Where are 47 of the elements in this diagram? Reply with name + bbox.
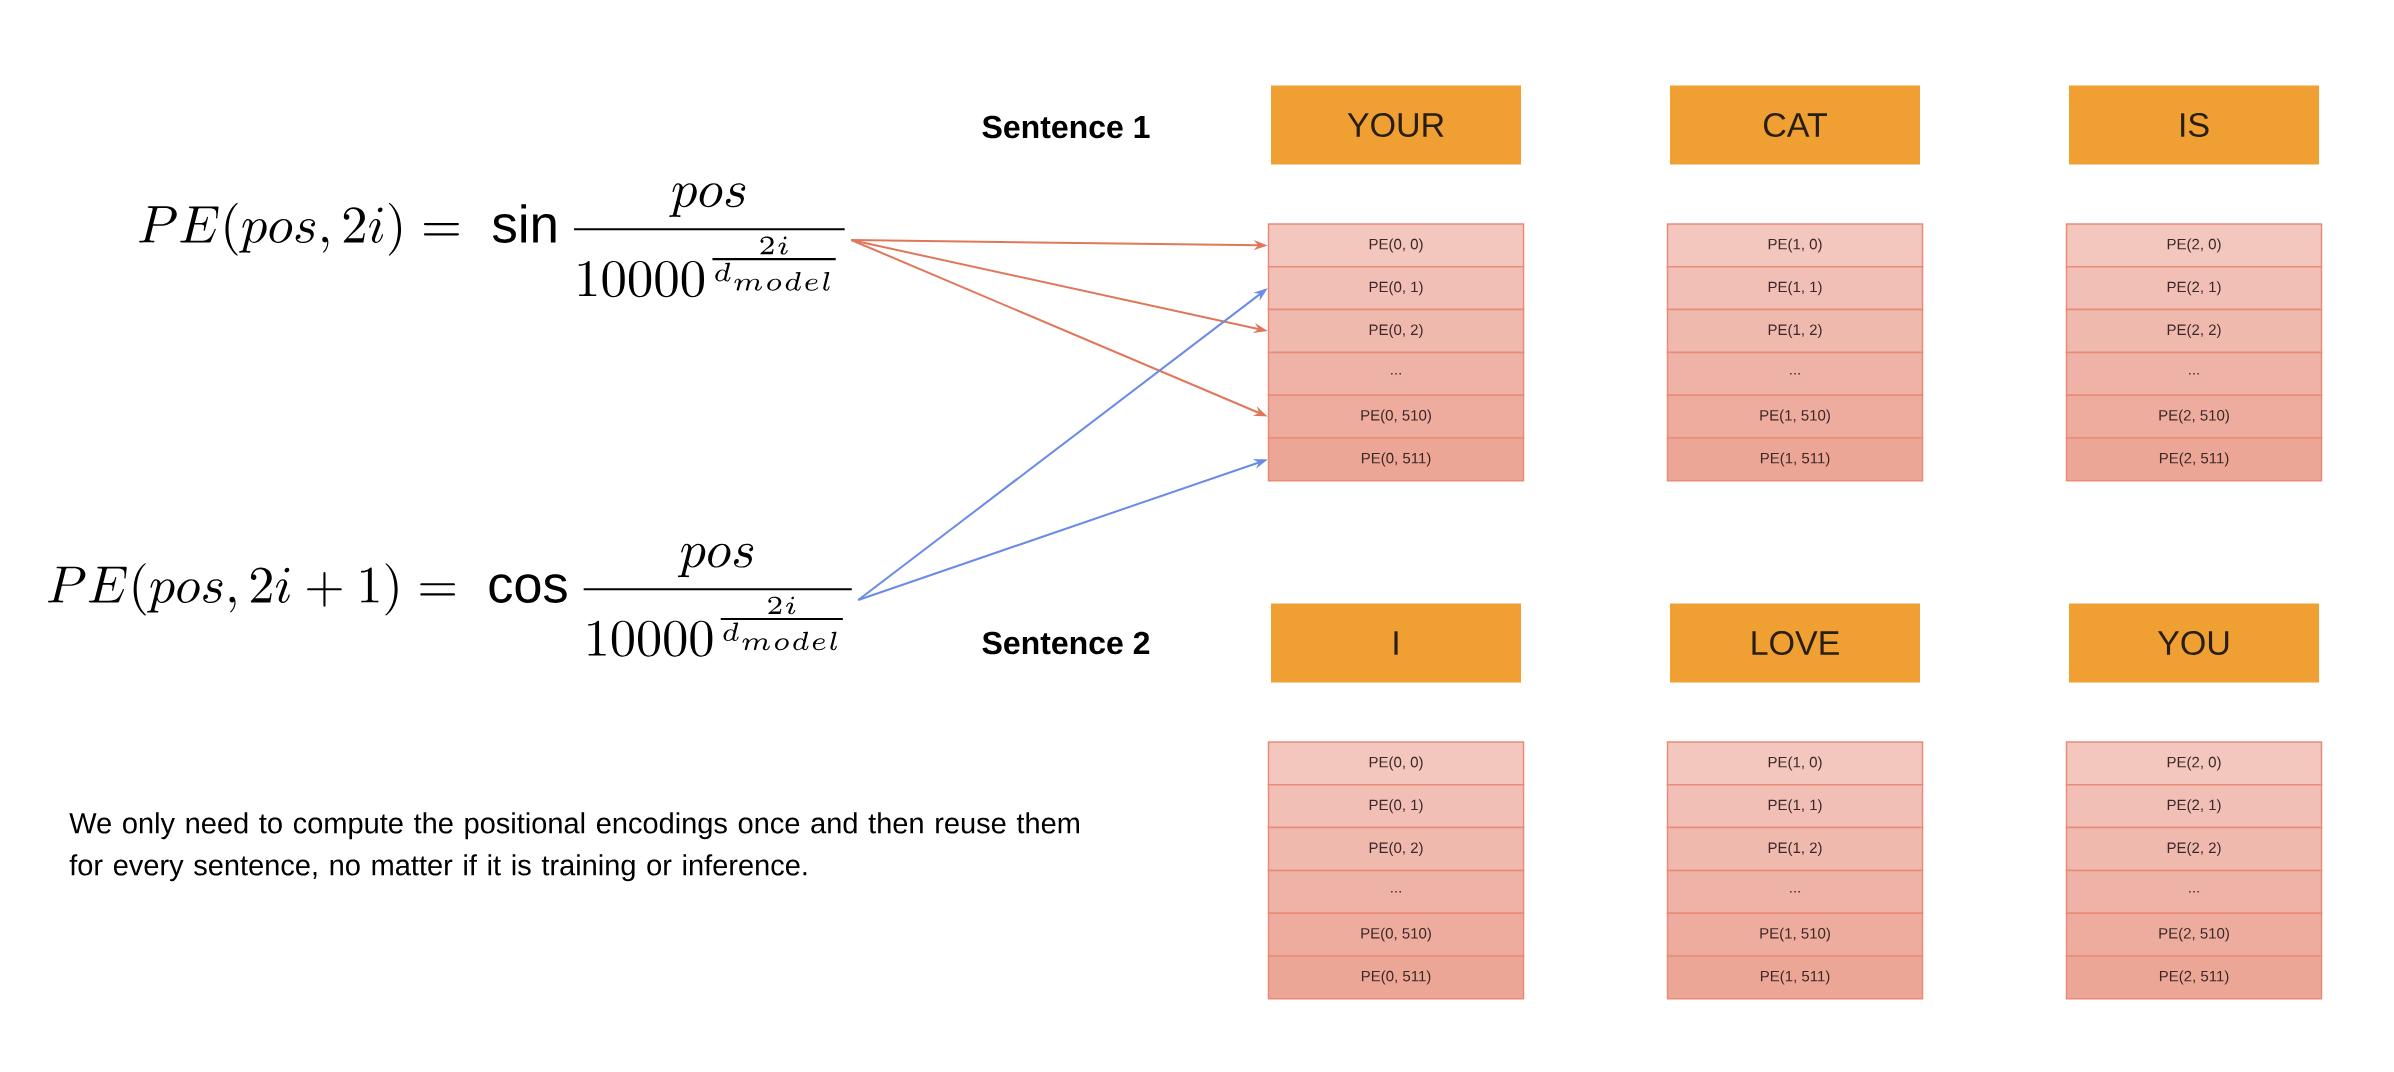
note-text: We only need to compute the positional encodings once and then reuse them for every sentence, no matter if it is training or inference. [69,812,1079,882]
encoding-cell: PE(2, 2) [2065,826,2323,872]
formula: $PE(pos,2i+1)=\ \cos\frac{pos}{10000^{\frac{2i}{d_{model}}}}$ [48,543,852,657]
encoding-cell: PE(2, 511) [2065,437,2323,482]
encoding-cell: PE(0, 511) [1267,955,1525,1000]
encoding-cell: ... [1267,351,1525,396]
encoding-cell: PE(0, 2) [1267,308,1525,354]
encoding-cell: PE(0, 510) [1267,394,1525,439]
formula: $PE(pos,2i)=\ \sin\frac{pos}{10000^{\frac{2i}{d_{model}}}}$ [139,183,845,298]
encoding-cell: PE(1, 2) [1666,826,1924,872]
encoding-cell: PE(1, 1) [1666,266,1924,311]
row-label: Sentence 1 [982,115,1150,139]
encoding-cell: PE(0, 510) [1267,912,1525,957]
word-box: YOU [2069,603,2319,683]
encoding-cell: PE(2, 510) [2065,394,2323,439]
word-box: LOVE [1670,603,1920,683]
encoding-cell: ... [2065,869,2323,914]
encoding-cell: PE(0, 511) [1267,437,1525,482]
encoding-cell: PE(0, 0) [1267,223,1525,268]
encoding-cell: PE(1, 2) [1666,308,1924,354]
encoding-cell: PE(0, 1) [1267,784,1525,829]
encoding-cell: ... [1666,351,1924,396]
encoding-cell: PE(2, 1) [2065,266,2323,311]
encoding-cell: PE(2, 511) [2065,955,2323,1000]
encoding-cell: PE(2, 1) [2065,784,2323,829]
encoding-cell: PE(2, 510) [2065,912,2323,957]
encoding-cell: PE(1, 1) [1666,784,1924,829]
encoding-cell: ... [2065,351,2323,396]
encoding-cell: PE(0, 0) [1267,741,1525,786]
encoding-cell: PE(2, 2) [2065,308,2323,354]
word-box: I [1271,603,1521,683]
encoding-cell: PE(1, 511) [1666,437,1924,482]
encoding-cell: PE(1, 510) [1666,394,1924,439]
encoding-cell: PE(0, 2) [1267,826,1525,872]
encoding-cell: PE(1, 510) [1666,912,1924,957]
word-box: YOUR [1271,85,1521,165]
word-box: IS [2069,85,2319,165]
encoding-cell: PE(1, 511) [1666,955,1924,1000]
encoding-cell: ... [1267,869,1525,914]
encoding-cell: PE(2, 0) [2065,741,2323,786]
encoding-cell: PE(1, 0) [1666,741,1924,786]
row-label: Sentence 2 [982,631,1150,655]
encoding-cell: PE(2, 0) [2065,223,2323,268]
word-box: CAT [1670,85,1920,165]
encoding-cell: PE(0, 1) [1267,266,1525,311]
encoding-cell: PE(1, 0) [1666,223,1924,268]
encoding-cell: ... [1666,869,1924,914]
